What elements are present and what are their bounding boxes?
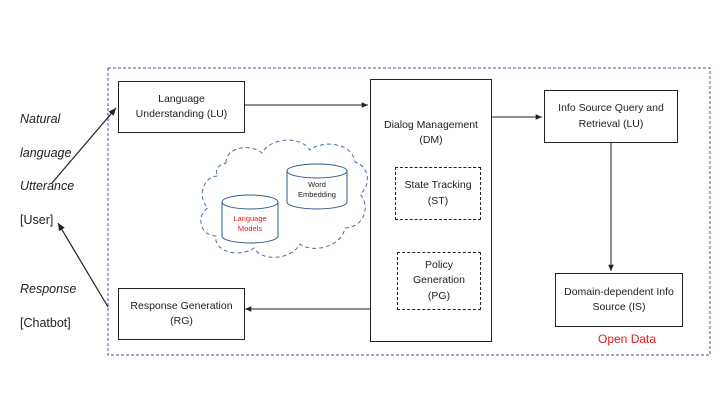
input-line-1: Natural [20,111,61,126]
state-tracking-box: State Tracking (ST) [395,167,481,220]
language-models-label: Language Models [233,214,267,233]
input-line-2: language [20,145,72,160]
input-line-3: Utterance [20,179,75,194]
response-output-arrow [57,222,109,308]
language-models-cylinder [221,194,279,244]
info-source-box: Domain-dependent Info Source (IS) [555,273,683,327]
response-generation-box: Response Generation (RG) [118,288,245,340]
dm-label: Dialog Management (DM) [384,119,478,147]
output-line-1: Response [20,281,77,296]
open-data-label: Open Data [598,332,657,346]
user-utterance-label: Natural language Utterance [User] [20,94,74,229]
word-embedding-cylinder [286,163,348,210]
rg-label: Response Generation (RG) [130,299,233,327]
policy-generation-box: Policy Generation (PG) [397,252,481,310]
input-line-4: [User] [20,213,54,228]
st-label: State Tracking (ST) [404,179,472,207]
chatbot-response-label: Response [Chatbot] [20,264,76,332]
user-input-arrow [51,107,117,184]
pg-label: Policy Generation (PG) [413,259,465,302]
is-label: Domain-dependent Info Source (IS) [564,285,674,313]
language-understanding-box: Language Understanding (LU) [118,81,245,133]
output-line-2: [Chatbot] [20,315,71,330]
system-boundary [107,67,711,356]
lu-label: Language Understanding (LU) [135,92,228,120]
info-source-query-box: Info Source Query and Retrieval (LU) [544,90,678,143]
word-embedding-label: Word Embedding [298,180,336,199]
isq-label: Info Source Query and Retrieval (LU) [558,102,664,130]
